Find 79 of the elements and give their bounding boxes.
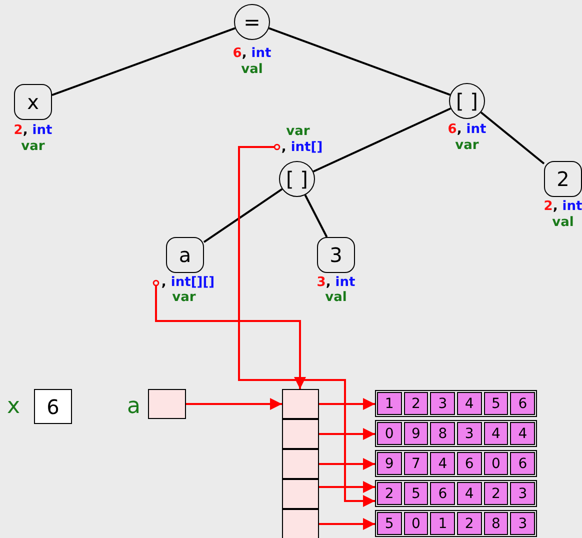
tree-edge bbox=[304, 194, 328, 238]
leaf-node: 2 bbox=[544, 161, 582, 197]
type-annotation: 6, int bbox=[448, 123, 486, 136]
tree-edge bbox=[52, 27, 236, 96]
operator-node: [ ] bbox=[279, 161, 315, 197]
array-cell: 0 bbox=[404, 512, 428, 535]
array-cell: 2 bbox=[404, 392, 428, 415]
category-annotation: var bbox=[455, 139, 479, 152]
array-cell: 6 bbox=[510, 392, 536, 415]
tree-edge bbox=[480, 112, 545, 164]
array-cell: 7 bbox=[404, 452, 428, 475]
category-annotation: var bbox=[172, 291, 196, 304]
pointer-arrow bbox=[319, 481, 375, 493]
array-cell: 3 bbox=[457, 422, 482, 445]
variable-box bbox=[148, 389, 186, 419]
array-cell: 9 bbox=[376, 452, 402, 475]
type-annotation: 2, int bbox=[14, 124, 52, 137]
category-annotation: val bbox=[325, 291, 347, 304]
array-cell: 4 bbox=[430, 452, 455, 475]
tree-edge bbox=[268, 27, 450, 96]
array-cell: 8 bbox=[430, 422, 455, 445]
pointer-cell bbox=[282, 479, 319, 509]
category-annotation: val bbox=[552, 216, 574, 229]
pointer-cell bbox=[282, 419, 319, 449]
array-row bbox=[375, 510, 537, 537]
leaf-node: 3 bbox=[317, 237, 355, 273]
array-row bbox=[375, 390, 537, 417]
pointer-arrow bbox=[319, 398, 375, 410]
array-cell: 0 bbox=[484, 452, 508, 475]
tree-edge bbox=[312, 108, 452, 172]
operator-node: = bbox=[234, 4, 270, 40]
array-cell: 4 bbox=[457, 392, 482, 415]
pointer-cell bbox=[282, 389, 319, 419]
type-annotation: 3, int bbox=[316, 276, 356, 289]
array-cell: 9 bbox=[404, 422, 428, 445]
type-annotation: 2, int bbox=[544, 200, 582, 213]
array-cell: 5 bbox=[404, 482, 428, 505]
array-cell: 6 bbox=[457, 452, 482, 475]
leaf-node: x bbox=[14, 84, 52, 120]
array-cell: 5 bbox=[484, 392, 508, 415]
pointer-cell bbox=[282, 449, 319, 479]
array-cell: 5 bbox=[376, 512, 402, 535]
array-cell: 3 bbox=[510, 512, 536, 535]
array-cell: 3 bbox=[510, 482, 536, 505]
pointer-arrow bbox=[238, 144, 375, 507]
pointer-arrow bbox=[319, 518, 375, 530]
array-cell: 1 bbox=[430, 512, 455, 535]
array-cell: 6 bbox=[510, 452, 536, 475]
variable-name: x bbox=[7, 396, 20, 418]
array-cell: 4 bbox=[457, 482, 482, 505]
leaf-node: a bbox=[166, 237, 204, 273]
pointer-arrow bbox=[319, 428, 375, 440]
array-row bbox=[375, 420, 537, 447]
category-annotation: var bbox=[286, 125, 310, 138]
array-cell: 3 bbox=[430, 392, 455, 415]
category-annotation: var bbox=[21, 140, 45, 153]
array-cell: 8 bbox=[484, 512, 508, 535]
array-cell: 4 bbox=[510, 422, 536, 445]
tree-edge bbox=[203, 188, 283, 243]
type-annotation: , int[][] bbox=[161, 276, 215, 289]
type-annotation: 6, int bbox=[232, 47, 272, 60]
array-cell: 1 bbox=[376, 392, 402, 415]
type-annotation: , int[] bbox=[281, 141, 323, 154]
array-cell: 4 bbox=[484, 422, 508, 445]
variable-name: a bbox=[127, 396, 140, 418]
array-cell: 0 bbox=[376, 422, 402, 445]
array-cell: 6 bbox=[430, 482, 455, 505]
category-annotation: val bbox=[241, 63, 263, 76]
operator-node: [ ] bbox=[449, 83, 485, 119]
array-row bbox=[375, 450, 537, 477]
array-cell: 2 bbox=[376, 482, 402, 505]
pointer-arrow bbox=[319, 458, 375, 470]
pointer-arrow bbox=[186, 398, 282, 410]
array-cell: 2 bbox=[457, 512, 482, 535]
variable-box: 6 bbox=[34, 389, 72, 424]
pointer-cell bbox=[282, 509, 319, 538]
pointer-arrow bbox=[152, 280, 306, 389]
array-cell: 2 bbox=[484, 482, 508, 505]
array-row bbox=[375, 480, 537, 507]
